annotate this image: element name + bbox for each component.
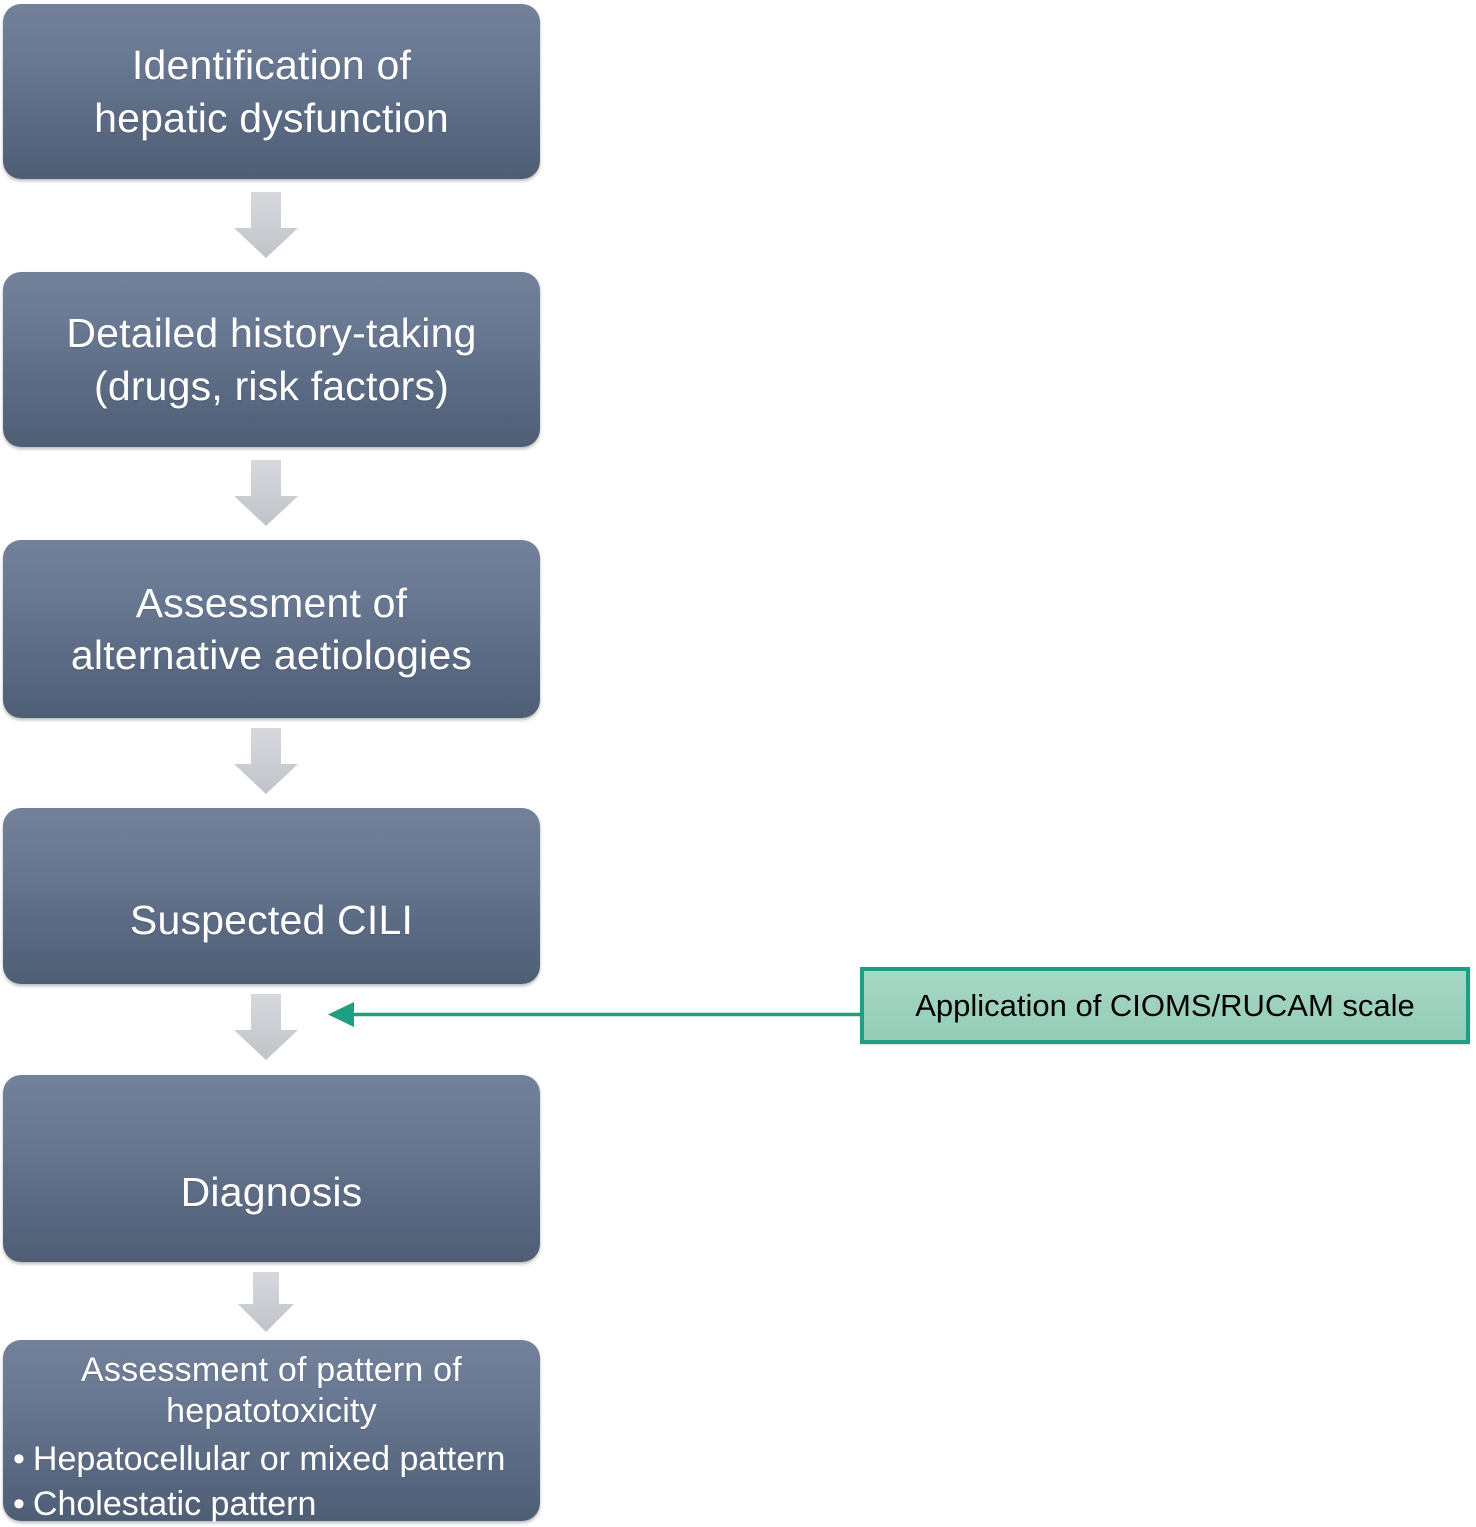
list-item-label: Cholestatic pattern — [32, 1485, 317, 1524]
list-item-label: Hepatocellular or mixed pattern — [32, 1439, 506, 1478]
pattern-bullet-list: •Hepatocellular or mixed pattern •Choles… — [3, 1433, 540, 1527]
node-history-taking-label: Detailed history-taking(drugs, risk fact… — [66, 310, 477, 409]
list-item: •Cholestatic pattern — [13, 1482, 540, 1527]
list-item: •Hepatocellular or mixed pattern — [13, 1437, 540, 1482]
node-suspected-cili[interactable]: Suspected CILI — [3, 808, 540, 984]
connector-cioms-to-arrow — [328, 1002, 865, 1027]
bullet-dot-icon: • — [13, 1485, 25, 1524]
arrow-suspected-to-diagnosis — [234, 994, 298, 1060]
node-diagnosis-label: Diagnosis — [180, 1168, 363, 1215]
callout-cioms-rucam[interactable]: Application of CIOMS/RUCAM scale — [860, 967, 1470, 1044]
bullet-dot-icon: • — [13, 1439, 25, 1478]
arrow-history-to-alternative — [234, 460, 298, 526]
arrow-identification-to-history — [234, 192, 298, 258]
arrow-alternative-to-suspected — [234, 728, 298, 794]
node-suspected-cili-label: Suspected CILI — [129, 896, 414, 943]
callout-cioms-rucam-label: Application of CIOMS/RUCAM scale — [915, 987, 1415, 1023]
node-history-taking[interactable]: Detailed history-taking(drugs, risk fact… — [3, 272, 540, 447]
arrow-diagnosis-to-pattern — [238, 1272, 294, 1332]
node-diagnosis[interactable]: Diagnosis — [3, 1075, 540, 1262]
